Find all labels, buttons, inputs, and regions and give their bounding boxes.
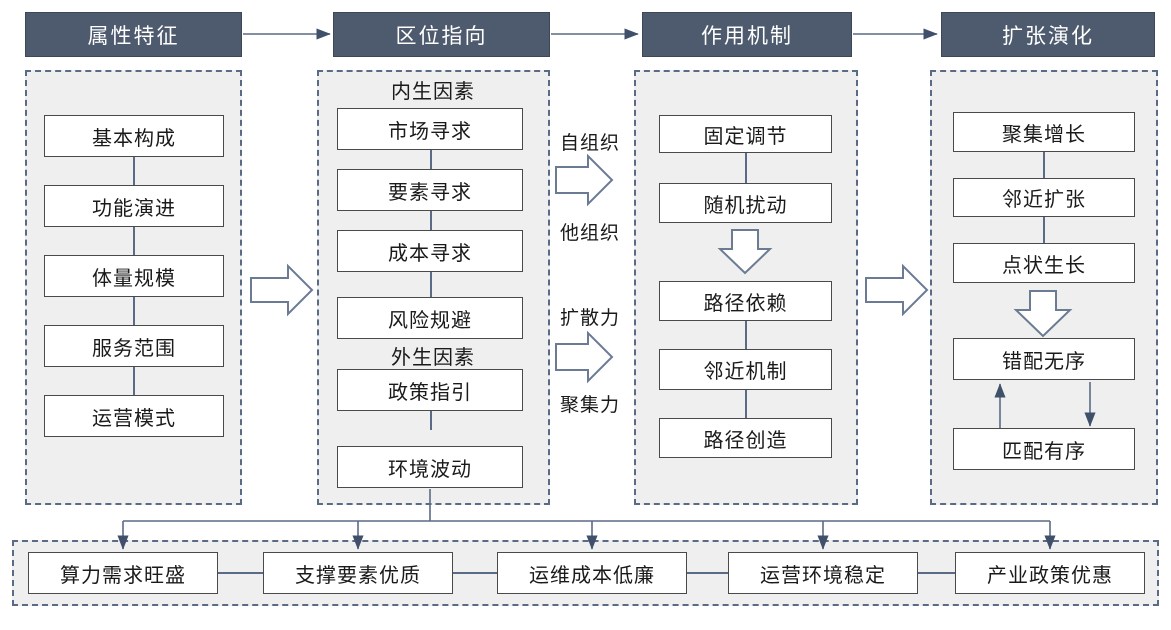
connector-c4-1 — [1043, 152, 1045, 178]
block-arrow-self-organization — [555, 153, 614, 207]
node-c2-0[interactable]: 市场寻求 — [337, 108, 523, 150]
column-header-location: 区位指向 — [333, 12, 550, 57]
block-arrow-c3-down — [717, 229, 773, 275]
block-arrow-p3-p4 — [865, 263, 929, 317]
block-arrow-c4-down — [1013, 290, 1073, 338]
column-header-expansion: 扩张演化 — [941, 12, 1155, 57]
node-c3-1[interactable]: 随机扰动 — [659, 183, 832, 223]
connector-c3-1 — [745, 153, 747, 183]
bottom-link-1 — [453, 572, 497, 574]
connector-c2-3 — [430, 272, 432, 297]
column-header-mechanism: 作用机制 — [642, 12, 852, 57]
node-c3-2[interactable]: 路径依赖 — [659, 281, 832, 321]
node-c1-0[interactable]: 基本构成 — [44, 115, 224, 157]
node-c2-3[interactable]: 风险规避 — [337, 297, 523, 339]
node-c2-2[interactable]: 成本寻求 — [337, 230, 523, 272]
bottom-link-0 — [218, 572, 263, 574]
connector-c2-2 — [430, 211, 432, 236]
node-c4-4[interactable]: 匹配有序 — [953, 428, 1135, 470]
connector-c1-2 — [133, 225, 135, 260]
mid-label-other-organization: 他组织 — [559, 222, 620, 244]
node-c3-3[interactable]: 邻近机制 — [659, 349, 832, 390]
connector-c4-2 — [1043, 217, 1045, 243]
connector-c3-3 — [745, 390, 747, 418]
mid-label-diffusion-force: 扩散力 — [559, 307, 620, 329]
bottom-node-2[interactable]: 运维成本低廉 — [497, 552, 687, 594]
node-c4-0[interactable]: 聚集增长 — [953, 112, 1135, 152]
node-c1-3[interactable]: 服务范围 — [44, 325, 224, 367]
node-c3-4[interactable]: 路径创造 — [659, 418, 832, 458]
node-c1-4[interactable]: 运营模式 — [44, 395, 224, 437]
node-c1-1[interactable]: 功能演进 — [44, 185, 224, 227]
node-c2-1[interactable]: 要素寻求 — [337, 169, 523, 211]
bottom-node-3[interactable]: 运营环境稳定 — [728, 552, 918, 594]
node-c4-3[interactable]: 错配无序 — [953, 338, 1135, 380]
bottom-node-4[interactable]: 产业政策优惠 — [955, 552, 1145, 594]
node-c4-2[interactable]: 点状生长 — [953, 243, 1135, 283]
bottom-link-3 — [918, 572, 955, 574]
block-arrow-diffusion — [555, 330, 614, 384]
bottom-link-2 — [687, 572, 728, 574]
mid-label-agglomeration-force: 聚集力 — [559, 394, 620, 416]
bottom-node-0[interactable]: 算力需求旺盛 — [28, 552, 218, 594]
connector-c3-2 — [745, 321, 747, 349]
connector-c1-1 — [133, 155, 135, 190]
node-c1-2[interactable]: 体量规模 — [44, 255, 224, 297]
node-c4-1[interactable]: 邻近扩张 — [953, 178, 1135, 217]
bottom-node-1[interactable]: 支撑要素优质 — [263, 552, 453, 594]
connector-c2-4 — [430, 405, 432, 430]
node-c2-5[interactable]: 环境波动 — [337, 446, 523, 488]
connector-c1-3 — [133, 295, 135, 330]
connector-c1-4 — [133, 365, 135, 400]
node-c3-0[interactable]: 固定调节 — [659, 115, 832, 153]
node-c2-4[interactable]: 政策指引 — [337, 369, 523, 411]
column-header-attributes: 属性特征 — [25, 12, 242, 57]
group-label-exogenous: 外生因素 — [391, 346, 475, 369]
group-label-endogenous: 内生因素 — [391, 80, 475, 103]
connector-c2-1 — [430, 150, 432, 175]
mid-label-self-organization: 自组织 — [559, 132, 620, 154]
block-arrow-p1-p2 — [250, 263, 314, 317]
